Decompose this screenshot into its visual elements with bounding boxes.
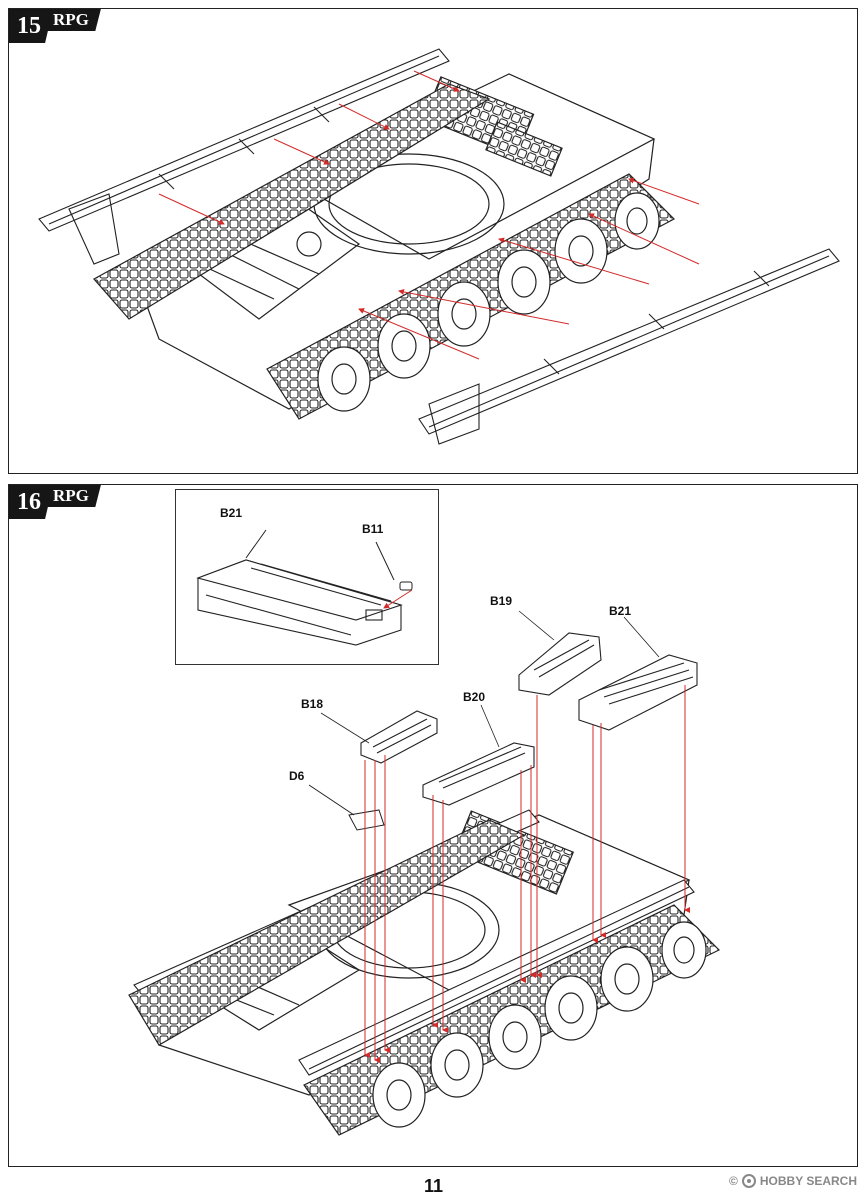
watermark: © HOBBY SEARCH [729,1174,857,1188]
step-number: 16 [9,485,53,519]
part-label-b11: B11 [362,522,384,536]
step-16-drawing [128,610,721,1136]
right-fender [418,248,840,445]
step-15-drawing [38,48,840,445]
assembly-arrows [158,70,700,360]
step-15-panel: 15 RPG SCALE MODEL [8,8,858,474]
hobby-search-logo-icon [741,1174,756,1188]
part-d6 [308,784,385,831]
part-label-b21-inset: B21 [220,506,243,520]
step-16-badge: 16 RPG SCALE MODEL [9,485,101,519]
stowage-box-b21-detail [196,559,403,646]
part-b20 [422,742,535,806]
part-label-b21: B21 [609,604,632,618]
part-b21 [578,654,698,731]
inset-drawing [196,529,413,646]
brand-name: RPG [53,486,89,505]
left-fender [38,48,450,265]
brand-name: RPG [53,10,89,29]
assembly-arrows [364,685,690,1063]
hull [138,73,656,410]
part-label-d6: D6 [289,769,305,783]
brand-logo: RPG SCALE MODEL [45,9,101,31]
step-number: 15 [9,9,53,43]
left-track [93,83,491,320]
part-label-b18: B18 [301,697,324,711]
brand-logo: RPG SCALE MODEL [45,485,101,507]
detail-inset: B21 B11 [175,489,439,665]
part-b19 [518,632,602,696]
road-wheels [372,921,707,1128]
part-b11-detail [245,529,413,591]
part-b18 [360,710,438,764]
part-label-b19: B19 [490,594,513,608]
road-wheels [317,192,660,412]
left-track [128,819,526,1046]
step-15-badge: 15 RPG SCALE MODEL [9,9,101,43]
step-16-panel: 16 RPG SCALE MODEL [8,484,858,1167]
watermark-text: HOBBY SEARCH [759,1174,857,1188]
page-number: 11 [423,1176,444,1196]
watermark-copyright: © [729,1174,738,1188]
part-label-b20: B20 [463,690,486,704]
